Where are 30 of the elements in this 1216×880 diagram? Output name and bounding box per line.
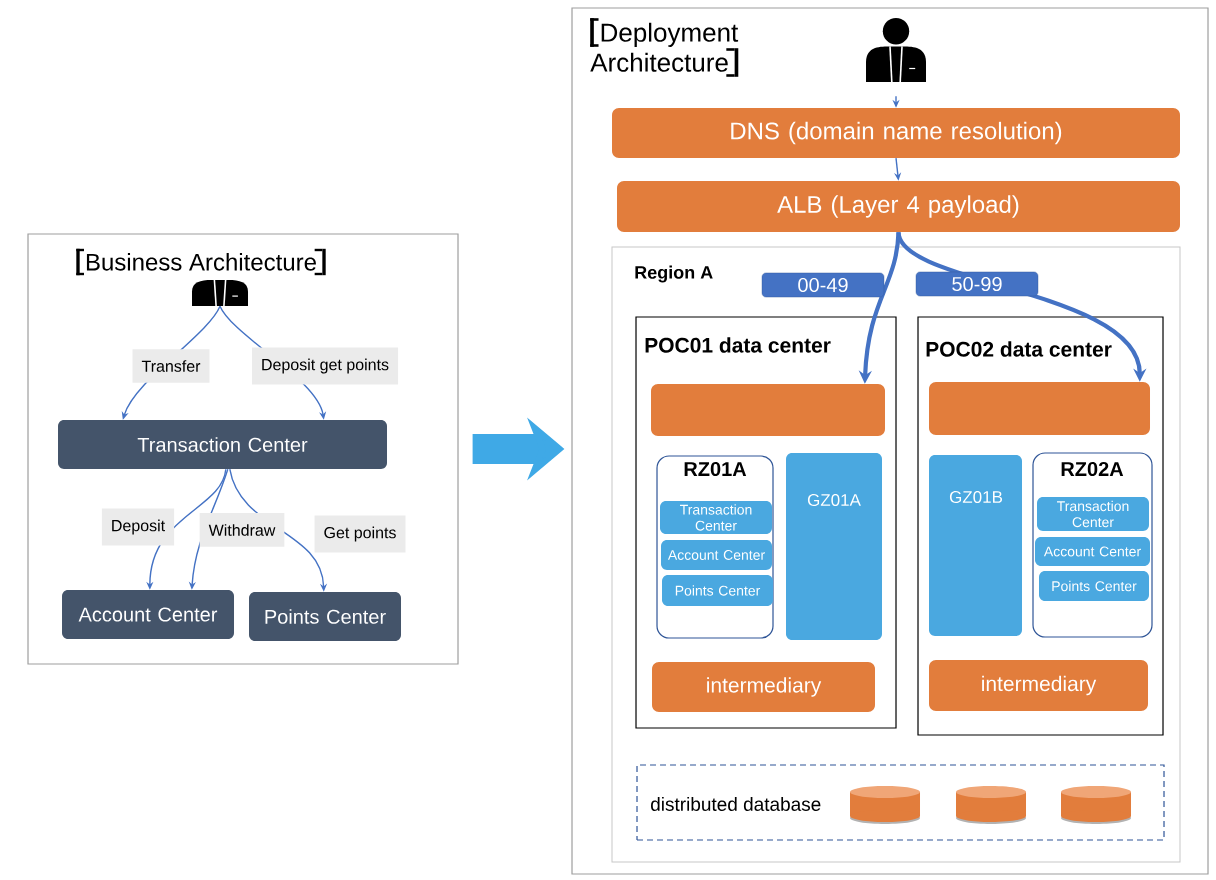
service-box: Account Center [661,540,772,570]
layer-box: intermediary [929,660,1148,711]
process-box: Points Center [249,592,401,641]
service-box: Transaction Center [1037,497,1149,531]
edge-label: Transfer [132,349,210,383]
layer-box: intermediary [652,662,875,712]
service-box: Points Center [1039,571,1149,601]
edge-label: 00-49 [761,272,885,298]
gateway-box [651,384,885,436]
zone-block: GZ01B [929,455,1022,636]
layer-box: DNS (domain name resolution) [612,108,1180,158]
edge-label: Deposit get points [251,347,399,385]
process-box: Account Center [62,590,234,639]
database-group: distributed database [636,764,1165,841]
database-cylinder [850,786,920,824]
person-icon [866,18,926,83]
edge-label: Withdraw [199,513,285,547]
process-box: Transaction Center [58,420,387,469]
gateway-box [929,382,1150,435]
layer-box: ALB (Layer 4 payload) [617,181,1180,232]
database-cylinder [1061,786,1131,824]
edge-label: Get points [314,515,406,553]
service-box: Points Center [662,575,773,606]
edge-label: Deposit [101,508,175,546]
service-box: Transaction Center [660,501,772,534]
zone-block: GZ01A [786,453,882,640]
edge-label: 50-99 [915,271,1039,297]
database-cylinder [956,786,1026,824]
service-box: Account Center [1035,537,1150,566]
person-icon [192,279,248,307]
